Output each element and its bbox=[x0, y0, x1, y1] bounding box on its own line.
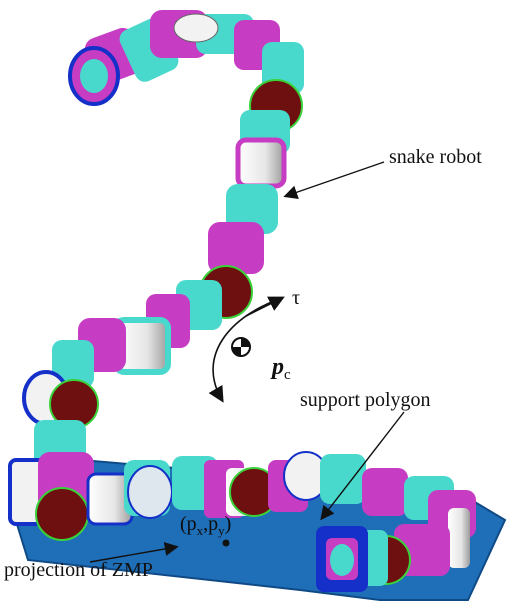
tau-label: τ bbox=[292, 287, 300, 309]
snake-robot-label: snake robot bbox=[389, 146, 482, 168]
zmp-point bbox=[223, 540, 230, 547]
center-of-mass-icon bbox=[232, 338, 250, 356]
coord-open: (p bbox=[180, 513, 197, 535]
snake-robot-pointer bbox=[286, 162, 384, 196]
support-polygon-label: support polygon bbox=[300, 389, 431, 411]
coord-comma: ,p bbox=[203, 513, 218, 535]
pc-subscript: c bbox=[284, 367, 291, 383]
pc-main: p bbox=[270, 354, 284, 380]
coord-close: ) bbox=[225, 513, 232, 535]
projection-zmp-label: projection of ZMP bbox=[4, 559, 153, 581]
pc-label: pc bbox=[270, 354, 291, 383]
snake-robot-body bbox=[10, 10, 476, 592]
